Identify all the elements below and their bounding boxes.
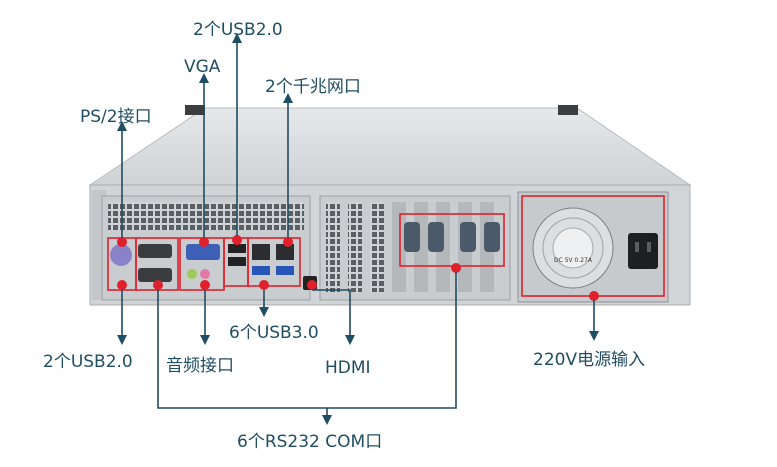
label-com: 6个RS232 COM口	[237, 432, 383, 452]
usb-port-icon	[276, 266, 294, 275]
audio-jack-icon	[187, 269, 197, 279]
label-lan: 2个千兆网口	[265, 77, 361, 97]
arrow-down-icon	[312, 289, 355, 345]
ports	[110, 222, 500, 290]
db9-port-icon	[460, 222, 476, 252]
db9-port-icon	[138, 244, 172, 258]
rj45-port-icon	[252, 244, 270, 260]
db9-port-icon	[404, 222, 420, 252]
power-supply: DC 5V 0.27A	[517, 191, 669, 303]
ps2-port-icon	[110, 244, 132, 266]
label-usb3: 6个USB3.0	[229, 323, 319, 343]
usb-port-icon	[252, 266, 270, 275]
db9-port-icon	[484, 222, 500, 252]
vga-port-icon	[186, 244, 220, 260]
highlight-lan-usb3	[247, 237, 301, 287]
label-power: 220V电源输入	[533, 350, 646, 370]
label-vga: VGA	[184, 57, 221, 77]
label-ps2: PS/2接口	[80, 107, 152, 127]
usb-port-icon	[228, 244, 246, 253]
power-socket-icon	[628, 233, 658, 269]
psu-rating-text: DC 5V 0.27A	[554, 257, 593, 264]
label-audio: 音频接口	[166, 356, 234, 376]
callout-lines	[117, 33, 599, 425]
audio-jack-icon	[200, 269, 210, 279]
db9-port-icon	[428, 222, 444, 252]
db9-port-icon	[138, 268, 172, 282]
highlight-com-io	[135, 237, 179, 291]
label-hdmi: HDMI	[325, 358, 371, 378]
chassis-top	[88, 105, 692, 186]
label-usb2-top: 2个USB2.0	[193, 20, 283, 40]
rj45-port-icon	[276, 244, 294, 260]
label-usb2-bottom: 2个USB2.0	[43, 352, 133, 372]
usb-port-icon	[228, 257, 246, 266]
callout-dots	[117, 235, 599, 301]
